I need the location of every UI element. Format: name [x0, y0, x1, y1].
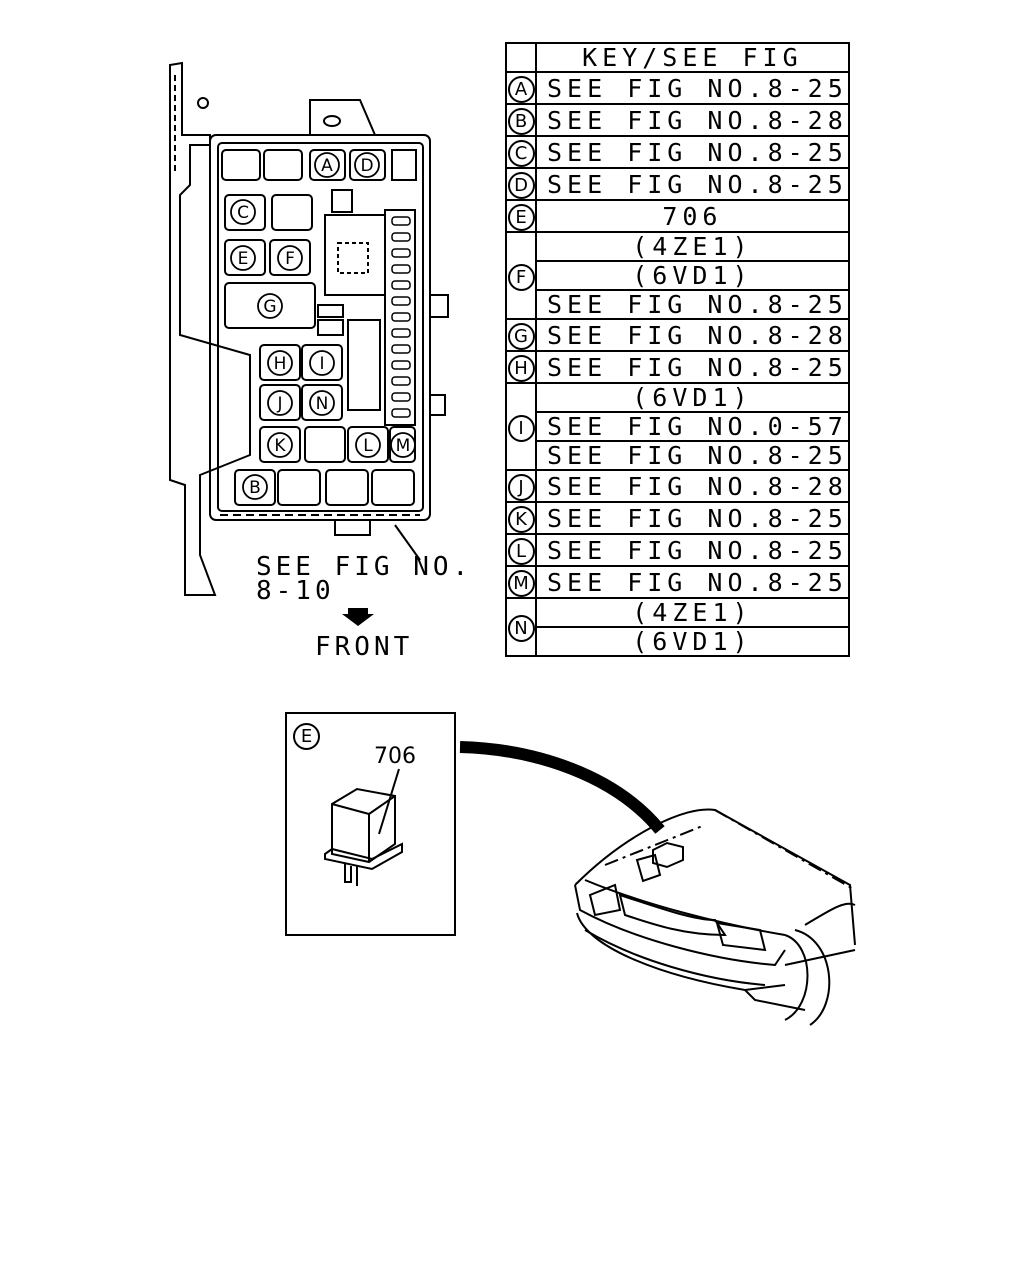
row-f-line2: (6VD1): [535, 260, 850, 291]
mounting-bracket: [169, 61, 251, 596]
fuse-label-n: N: [316, 394, 329, 414]
fuse-label-b: B: [249, 478, 261, 498]
fuse-label-g: G: [263, 297, 276, 317]
fuse-label-m: M: [396, 436, 411, 456]
key-h: H: [507, 355, 535, 382]
see-fig-note: SEE FIG NO. 8-10: [256, 552, 473, 606]
row-i-line3: SEE FIG NO.8-25: [535, 440, 850, 471]
row-h-ref: SEE FIG NO.8-25: [535, 350, 850, 384]
row-e-ref: 706: [535, 199, 850, 233]
fuse-box-diagram: A D C E F G H I J N K L M B: [169, 61, 449, 596]
key-i: I: [507, 414, 535, 442]
row-b-ref: SEE FIG NO.8-28: [535, 103, 850, 137]
row-i-line2: SEE FIG NO.0-57: [535, 411, 850, 442]
fuse-label-k: K: [274, 436, 286, 456]
key-j: J: [507, 474, 535, 501]
front-arrow-icon: [342, 608, 374, 626]
fuse-label-d: D: [360, 156, 373, 176]
fuse-label-h: H: [274, 354, 287, 374]
detail-part-number: 706: [374, 744, 416, 769]
see-fig-note-line2: 8-10: [256, 576, 335, 606]
vehicle-front-illustration: [459, 741, 856, 1026]
row-d-ref: SEE FIG NO.8-25: [535, 167, 850, 201]
key-g: G: [507, 323, 535, 350]
key-d: D: [507, 172, 535, 199]
row-n-line2: (6VD1): [535, 626, 850, 657]
key-c: C: [507, 140, 535, 167]
row-j-ref: SEE FIG NO.8-28: [535, 469, 850, 503]
fuse-label-j: J: [276, 394, 282, 414]
detail-key-e: E: [293, 723, 320, 750]
row-c-ref: SEE FIG NO.8-25: [535, 135, 850, 169]
relay-detail-box: E 706: [285, 712, 456, 936]
see-fig-note-line1: SEE FIG NO.: [256, 552, 473, 582]
row-i-line1: (6VD1): [535, 382, 850, 413]
fuse-label-a: A: [321, 156, 333, 176]
row-g-ref: SEE FIG NO.8-28: [535, 318, 850, 352]
relay-icon: [324, 768, 403, 886]
key-m: M: [507, 570, 535, 597]
row-a-ref: SEE FIG NO.8-25: [535, 71, 850, 105]
fuse-label-e: E: [238, 249, 249, 269]
fuse-label-l: L: [363, 436, 373, 456]
key-header-blank: [505, 42, 537, 73]
key-f: F: [507, 263, 535, 291]
key-table: KEY/SEE FIG A SEE FIG NO.8-25 B SEE FIG …: [505, 42, 850, 657]
key-b: B: [507, 108, 535, 135]
row-l-ref: SEE FIG NO.8-25: [535, 533, 850, 567]
key-l: L: [507, 538, 535, 565]
key-k: K: [507, 506, 535, 533]
key-e: E: [507, 204, 535, 231]
key-n: N: [507, 615, 535, 642]
fuse-label-c: C: [237, 203, 249, 223]
key-table-header: KEY/SEE FIG: [535, 42, 850, 73]
key-a: A: [507, 76, 535, 103]
row-f-line1: (4ZE1): [535, 231, 850, 262]
row-n-line1: (4ZE1): [535, 597, 850, 628]
fuse-label-f: F: [285, 249, 295, 269]
row-m-ref: SEE FIG NO.8-25: [535, 565, 850, 599]
row-f-line3: SEE FIG NO.8-25: [535, 289, 850, 320]
fuse-label-i: I: [319, 354, 324, 374]
row-k-ref: SEE FIG NO.8-25: [535, 501, 850, 535]
front-label: FRONT: [315, 632, 414, 662]
